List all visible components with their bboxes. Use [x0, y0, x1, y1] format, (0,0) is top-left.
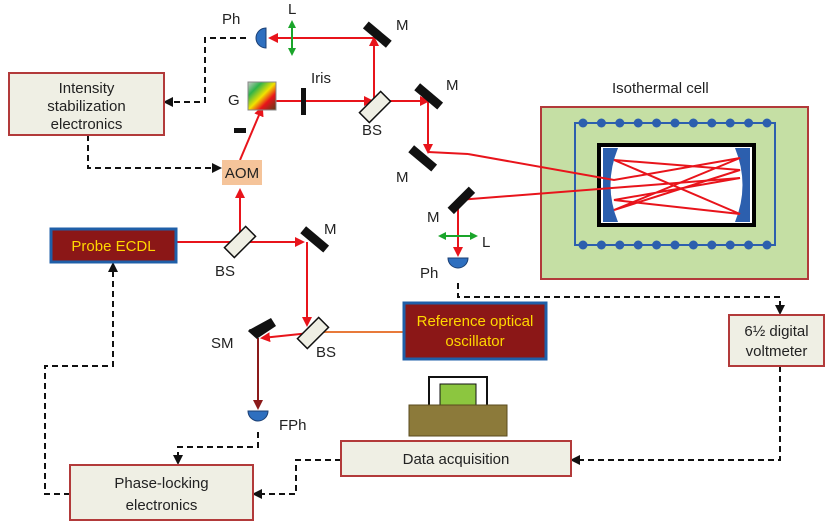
beam-aom-to-grating — [239, 106, 264, 161]
thermal-dot — [578, 118, 588, 128]
isothermal-cell-label: Isothermal cell — [612, 80, 709, 97]
aom-label: AOM — [225, 165, 259, 182]
thermal-dot — [688, 240, 698, 250]
photodetector-right — [447, 257, 469, 269]
label-m-left: M — [396, 169, 409, 186]
label-bs-top: BS — [362, 122, 382, 139]
beam-m-to-cell — [427, 151, 469, 155]
thermal-dot — [578, 240, 588, 250]
mirror-m-right1 — [414, 83, 444, 110]
thermal-dot — [615, 118, 625, 128]
signal-intensity-to-aom — [87, 135, 222, 173]
label-sm: SM — [211, 335, 234, 352]
thermal-dot — [725, 240, 735, 250]
reference-oscillator-box: Reference optical oscillator — [402, 301, 548, 361]
signal-ph-top-to-intensity — [163, 37, 246, 107]
label-m-right1: M — [446, 77, 459, 94]
signal-daq-to-phase — [252, 459, 341, 499]
mirror-m-probe — [300, 226, 330, 253]
thermal-dot — [744, 118, 754, 128]
signal-phase-to-probe — [44, 262, 118, 495]
thermal-dot — [762, 118, 772, 128]
mirror-m-right2 — [447, 186, 476, 215]
thermal-dot — [596, 118, 606, 128]
beam-cell-return — [457, 177, 741, 201]
cavity-mirror-right — [735, 148, 750, 222]
voltmeter-line1: 6½ digital — [744, 323, 808, 340]
beamsplitter-bs-probe — [223, 225, 257, 259]
label-m-right2: M — [427, 209, 440, 226]
mirror-m-left — [408, 145, 438, 172]
photodetector-top — [255, 27, 267, 49]
label-l-top: L — [288, 1, 296, 18]
isothermal-cell: Isothermal cell — [467, 80, 809, 280]
phase-line2: electronics — [126, 497, 198, 514]
iris — [301, 88, 306, 115]
thermal-dot — [670, 118, 680, 128]
photodetector-fph — [247, 410, 269, 422]
phase-line1: Phase-locking — [114, 475, 208, 492]
label-m-probe: M — [324, 221, 337, 238]
thermal-dot — [725, 118, 735, 128]
voltmeter-line2: voltmeter — [746, 343, 808, 360]
intensity-line1: Intensity — [59, 80, 115, 97]
label-fph: FPh — [279, 417, 307, 434]
thermal-dot — [688, 118, 698, 128]
thermal-dot — [615, 240, 625, 250]
intensity-line3: electronics — [51, 116, 123, 133]
signal-ph-right-to-voltmeter — [457, 283, 785, 315]
probe-ecdl-box: Probe ECDL — [49, 227, 178, 264]
thermal-dot — [652, 240, 662, 250]
label-iris: Iris — [311, 70, 331, 87]
thermal-dot — [633, 240, 643, 250]
voltmeter-box: 6½ digital voltmeter — [728, 314, 825, 367]
data-acquisition-box: Data acquisition — [340, 440, 572, 477]
thermal-dot — [633, 118, 643, 128]
thermal-dot — [652, 118, 662, 128]
label-g: G — [228, 92, 240, 109]
label-l-right: L — [482, 234, 490, 251]
thermal-dot — [707, 240, 717, 250]
thermal-dot — [670, 240, 680, 250]
label-ph-top: Ph — [222, 11, 240, 28]
label-m-top: M — [396, 17, 409, 34]
thermal-dots-top — [578, 118, 772, 128]
reference-line2: oscillator — [445, 333, 504, 350]
signal-fph-to-phase — [173, 432, 259, 465]
signal-voltmeter-to-daq — [570, 366, 781, 465]
probe-ecdl-label: Probe ECDL — [71, 238, 155, 255]
cavity-beam-path — [467, 153, 741, 215]
beamsplitter-bs-bottom — [296, 316, 330, 350]
beam-block — [234, 128, 246, 133]
beamsplitter-bs-top — [358, 90, 392, 124]
grating — [247, 81, 277, 111]
intensity-stabilization-box: Intensity stabilization electronics — [8, 72, 165, 136]
thermal-dots-bottom — [578, 240, 772, 250]
computer-icon — [408, 376, 508, 437]
data-acquisition-label: Data acquisition — [403, 451, 510, 468]
label-ph-right: Ph — [420, 265, 438, 282]
phase-locking-box: Phase-locking electronics — [69, 464, 254, 521]
aom-box: AOM — [222, 160, 262, 185]
thermal-dot — [707, 118, 717, 128]
thermal-dot — [596, 240, 606, 250]
cavity-mirror-left — [603, 148, 618, 222]
intensity-line2: stabilization — [47, 98, 125, 115]
signal-lines — [44, 37, 785, 499]
thermal-dot — [744, 240, 754, 250]
reference-line1: Reference optical — [417, 313, 534, 330]
label-bs-probe: BS — [215, 263, 235, 280]
mirror-sm — [248, 318, 276, 340]
mirror-m-top — [362, 21, 392, 48]
label-bs-bottom: BS — [316, 344, 336, 361]
laser-beams — [176, 33, 741, 343]
thermal-dot — [762, 240, 772, 250]
